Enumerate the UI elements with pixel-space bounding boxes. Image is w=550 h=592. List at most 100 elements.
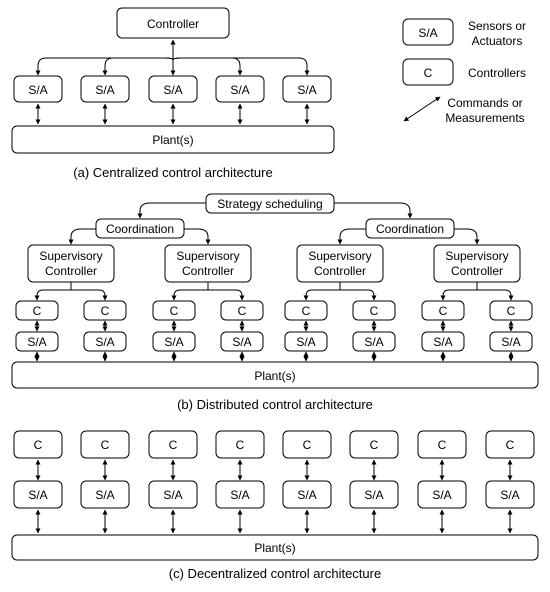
panel-b-c-label: C [101,304,110,318]
coordination-label-left: Coordination [106,222,174,236]
supervisory-label-line2: Controller [314,264,366,278]
panel-b-sa-label: S/A [501,335,520,349]
panel-b-c-label: C [33,304,42,318]
panel-a-plant-box [11,125,335,154]
legend-c-box [402,58,454,86]
panel-c-stack-row: CS/ACS/ACS/ACS/ACS/ACS/ACS/ACS/A [13,430,535,534]
panel-c-sa-label: S/A [163,488,182,502]
panel-a-sa-label: S/A [230,83,249,97]
panel-b-c-label: C [507,304,516,318]
legend-c-desc: Controllers [468,66,526,80]
panel-a-sa-box [148,75,198,103]
panel-c-plant-label: Plant(s) [254,541,295,555]
panel-b-c-label: C [370,304,379,318]
panel-b-c-box [421,300,465,321]
supervisory-label-line1: Supervisory [445,249,508,263]
panel-b-c-box [15,300,59,321]
coordination-wire-4 [454,228,480,245]
legend-arrow [403,96,441,122]
panel-b-sa-box [421,331,465,352]
panel-c-sa-label: S/A [95,488,114,502]
supervisory-branch-right [71,289,108,301]
panel-b-sa-box [220,331,264,352]
supervisory-branch-left [440,289,477,301]
panel-a-sa-box [13,75,63,103]
panel-b-c-box [489,300,533,321]
panel-c-c-label: C [438,438,447,452]
panel-b-sa-label: S/A [296,335,315,349]
panel-c-sa-label: S/A [500,488,519,502]
coordination-wire-2 [184,228,211,245]
panel-a-plant-label: Plant(s) [152,133,193,147]
panel-b-plant-box [11,361,539,389]
panel-a-sa-box [215,75,265,103]
panel-c-c-box [80,430,130,459]
panel-a-sa-label: S/A [28,83,47,97]
panel-b-sa-box [83,331,127,352]
supervisory-label-line2: Controller [451,264,503,278]
panel-c-c-label: C [236,438,245,452]
supervisory-branch-left [171,289,208,301]
supervisory-branch-left [34,289,71,301]
panel-b-c-box [152,300,196,321]
panel-c-sa-label: S/A [230,488,249,502]
panel-b-caption: (b) Distributed control architecture [177,397,373,412]
panel-c-plant-box [11,534,539,561]
supervisory-branch-right [208,289,245,301]
legend-c-box-label: C [424,66,433,80]
panel-b-sa-label: S/A [95,335,114,349]
panel-c-c-label: C [370,438,379,452]
panel-c-sa-box [80,480,130,509]
strategy-to-coordination-left [137,202,206,219]
panel-a-sa-box [80,75,130,103]
panel-b-sa-box [352,331,396,352]
panel-c-c-box [282,430,332,459]
panel-c-sa-label: S/A [364,488,383,502]
legend: S/A Sensors or Actuators C Controllers C… [402,18,526,125]
panel-c-c-box [215,430,265,459]
supervisory-label-line1: Supervisory [308,249,371,263]
legend-sa-box [402,18,454,46]
supervisory-label-line1: Supervisory [39,249,102,263]
panel-b-c-label: C [302,304,311,318]
fanout-wire-4 [172,57,243,76]
panel-c-sa-label: S/A [432,488,451,502]
supervisory-branch-right [477,289,514,301]
panel-b-c-box [284,300,328,321]
panel-b-c-box [83,300,127,321]
panel-c-c-box [349,430,399,459]
legend-arrow-desc-line1: Commands or [447,96,522,110]
coordination-wire-1 [68,228,96,245]
panel-b-sa-label: S/A [232,335,251,349]
panel-b-sa-box [489,331,533,352]
panel-c-sa-box [215,480,265,509]
panel-c-sa-box [13,480,63,509]
panel-b-plant-label: Plant(s) [254,369,295,383]
panel-a-sa-label: S/A [163,83,182,97]
panel-c-c-label: C [34,438,43,452]
panel-b-c-box [220,300,264,321]
supervisory-branch-left [303,289,340,301]
panel-b-sa-label: S/A [433,335,452,349]
panel-c-c-box [417,430,467,459]
supervisory-label-line2: Controller [182,264,234,278]
fanout-wire-5 [172,57,310,76]
panel-c-decentralized: CS/ACS/ACS/ACS/ACS/ACS/ACS/ACS/A Plant(s… [11,430,539,581]
panel-c-c-box [13,430,63,459]
panel-a-caption: (a) Centralized control architecture [73,165,272,180]
panel-b-c-label: C [238,304,247,318]
coordination-wire-3 [337,228,366,245]
strategy-scheduling-label: Strategy scheduling [217,197,322,211]
panel-a-sa-label: S/A [95,83,114,97]
panel-b-supervisory-row: SupervisoryControllerSupervisoryControll… [27,244,521,301]
panel-c-sa-label: S/A [28,488,47,502]
panel-c-c-label: C [303,438,312,452]
panel-b-c-label: C [439,304,448,318]
panel-c-sa-box [417,480,467,509]
strategy-to-coordination-right [334,202,413,219]
panel-b-distributed: Strategy scheduling Coordination Coordin… [11,193,539,412]
